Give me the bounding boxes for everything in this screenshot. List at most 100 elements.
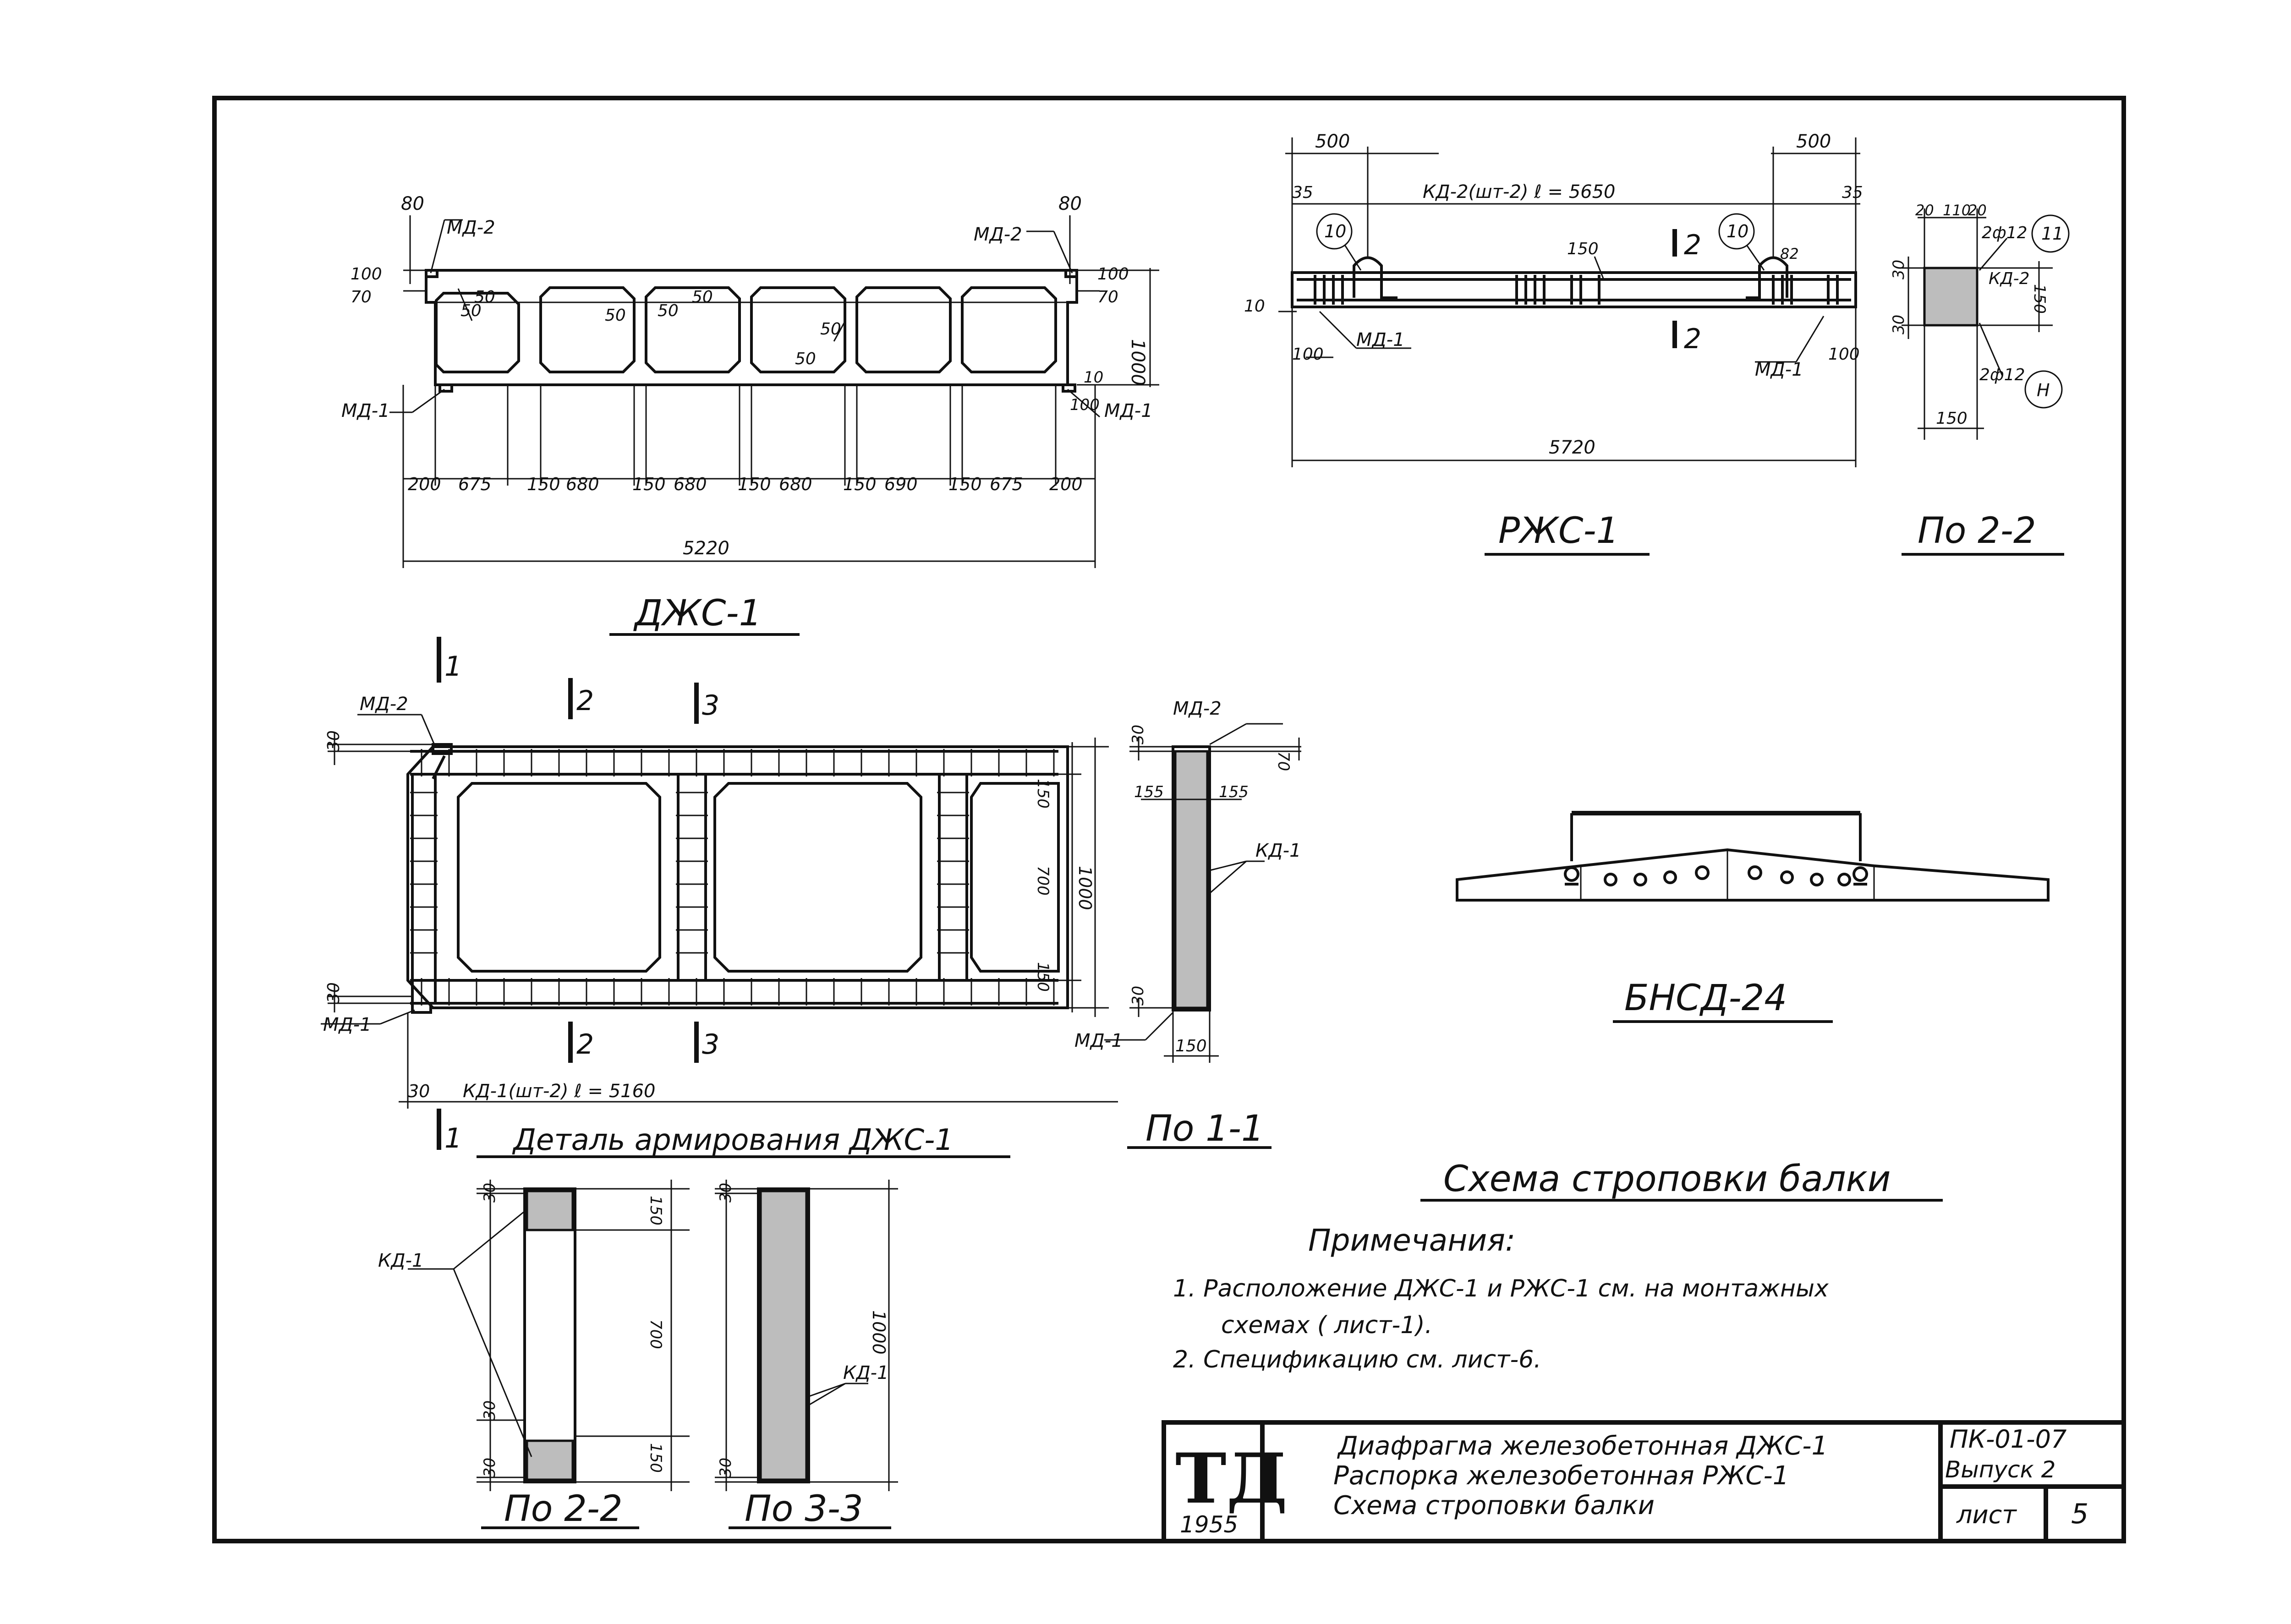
detail-cut-1-top: 1 [444,651,462,683]
detail-opening [713,782,922,973]
dze1-top-dim-left: 80 [401,193,424,214]
dze1-corner-dim: 50 [605,306,626,325]
rze1-section-mark-bottom: 2 [1684,323,1701,355]
section22-top-width: 150 [1936,409,1968,428]
notes-line-2: схемах ( лист-1). [1221,1312,1432,1339]
dze1-span: 680 [779,474,812,494]
section11-md2-label: МД-2 [1173,698,1222,719]
section33-body [759,1190,808,1481]
detail-cut-2-bottom: 2 [576,1028,594,1061]
rze1-dim-100-right: 100 [1828,345,1860,364]
dze1-elevation: 80 80 МД-2 МД-2 МД-1 МД-1 70 100 70 100 … [341,193,1159,636]
notes-line-3: 2. Спецификацию см. лист-6. [1173,1346,1541,1373]
dze1-right-dim-70: 70 [1097,288,1118,306]
detail-height-dim: 1000 [1075,866,1095,910]
rze1-dim-100-left: 100 [1292,345,1324,364]
section22-top-right-dim: 150 [2030,284,2049,314]
dze1-corner-dim: 50 [460,301,482,320]
section22-kd1-label: КД-1 [378,1250,424,1271]
rze1-top-left-dim: 500 [1315,131,1350,152]
detail-left-dim-top: 30 [324,730,343,751]
dze1-corner-dim: 50 [692,288,713,306]
section33-kd1-label: КД-1 [843,1362,889,1383]
section11: МД-2 30 70 155 155 КД-1 30 МД-1 150 По 1… [1074,698,1301,1149]
detail-outline [406,745,1069,1009]
section22-left-dim: 30 [481,1458,499,1477]
bnsd24-beam [1456,848,2050,902]
dze1-span: 675 [458,474,492,494]
section11-dim-155-left: 155 [1134,783,1164,801]
detail-cut-1-bottom: 1 [444,1122,462,1154]
dze1-left-dim-100: 100 [351,265,382,284]
bnsd24-title: БНСД-24 [1624,978,1787,1019]
section11-md1-label: МД-1 [1074,1030,1123,1051]
title-code: ПК-01-07 [1950,1425,2066,1454]
dze1-opening [645,286,741,373]
title-name-1: Диафрагма железобетонная ДЖС-1 [1337,1431,1828,1461]
section22-top-body [1923,267,1979,327]
section22-top-mark-n-text: Н [2037,380,2050,400]
dze1-total-dim: 5220 [683,538,729,559]
title-name-3: Схема строповки балки [1333,1491,1655,1520]
section22-top-dim: 110 [1943,202,1971,219]
detail-opening [970,782,1060,973]
section22-top-dim: 20 [1915,202,1934,219]
dze1-bottom-dim-100: 100 [1070,396,1100,414]
section22-top-dim: 20 [1968,202,1987,219]
section22-right-dim-150-top: 150 [647,1196,665,1225]
rze1-edge-left-dim: 35 [1292,183,1313,202]
rze1-title: РЖС-1 [1498,510,1619,552]
notes-heading: Примечания: [1308,1223,1515,1258]
rze1-outline [1291,271,1857,308]
rze1-bar-label: КД-2(шт-2) ℓ = 5650 [1423,181,1616,202]
dze1-md2-left-label: МД-2 [447,217,495,238]
section11-width: 150 [1175,1037,1207,1055]
section11-title: По 1-1 [1146,1108,1264,1149]
dze1-span: 150 [527,474,560,494]
section22-top-hatch [526,1190,574,1231]
dze1-corner-dim: 50 [795,350,816,368]
dze1-top-dim-right: 80 [1058,193,1082,214]
dze1-corner-dim: 50 [474,288,495,306]
dze1-span: 150 [738,474,771,494]
dze1-span: 680 [566,474,599,494]
section22-top-kd2: КД-2 [1989,269,2030,288]
detail-title: Деталь армирования ДЖС-1 [512,1123,954,1157]
rze1-total-dim: 5720 [1549,437,1595,458]
section33-right-dim: 1000 [869,1310,889,1355]
title-sheet-number: 5 [2071,1498,2088,1530]
sheet-frame [212,96,2126,1543]
detail-left-dim-bottom: 30 [324,982,343,1003]
detail-right-dim-150-top: 150 [1034,779,1052,809]
dze1-opening [539,286,636,373]
title-issue: Выпуск 2 [1945,1456,2055,1483]
section22-top-mark-11-text: 11 [2041,224,2063,244]
dze1-opening [750,286,846,373]
section11-dim-30: 30 [1129,725,1147,744]
reinforcement-detail: 1 1 2 2 3 3 МД-2 МД-1 30 30 150 700 150 … [321,637,1118,1158]
rze1-md1-left-label: МД-1 [1356,329,1405,350]
rze1-hook-dim: 82 [1780,245,1799,262]
rze1-edge-right-dim: 35 [1842,183,1863,202]
section22-right-dim-700: 700 [647,1319,665,1349]
section22-title: По 2-2 [504,1488,623,1530]
section33-title: По 3-3 [745,1488,863,1530]
dze1-left-dim-70: 70 [351,288,372,306]
dze1-md1-right-label: МД-1 [1104,400,1153,421]
section11-kd1-label: КД-1 [1255,840,1301,861]
detail-right-dim-700: 700 [1034,866,1052,896]
detail-start-dim: 30 [408,1081,430,1101]
dze1-corner-dim: 50 [658,301,679,320]
section22-left-dim: 30 [481,1400,499,1420]
section22-top-left-dim: 30 [1890,260,1908,279]
title-sheet-label: лист [1956,1500,2017,1529]
dze1-md2-right-label: МД-2 [974,224,1022,245]
rze1-mark-left-number: 10 [1324,221,1346,241]
rze1-mark-right-number: 10 [1726,221,1748,241]
detail-right-dim-150-bottom: 150 [1034,962,1052,992]
section22-top-bar-top: 2ф12 [1982,224,2028,242]
detail-bar-label: КД-1(шт-2) ℓ = 5160 [463,1081,656,1102]
rze1-elevation: 500 500 35 35 КД-2(шт-2) ℓ = 5650 10 10 … [1244,131,1863,556]
section11-body [1174,750,1209,1009]
section33: КД-1 30 30 1000 По 3-3 [715,1180,898,1530]
